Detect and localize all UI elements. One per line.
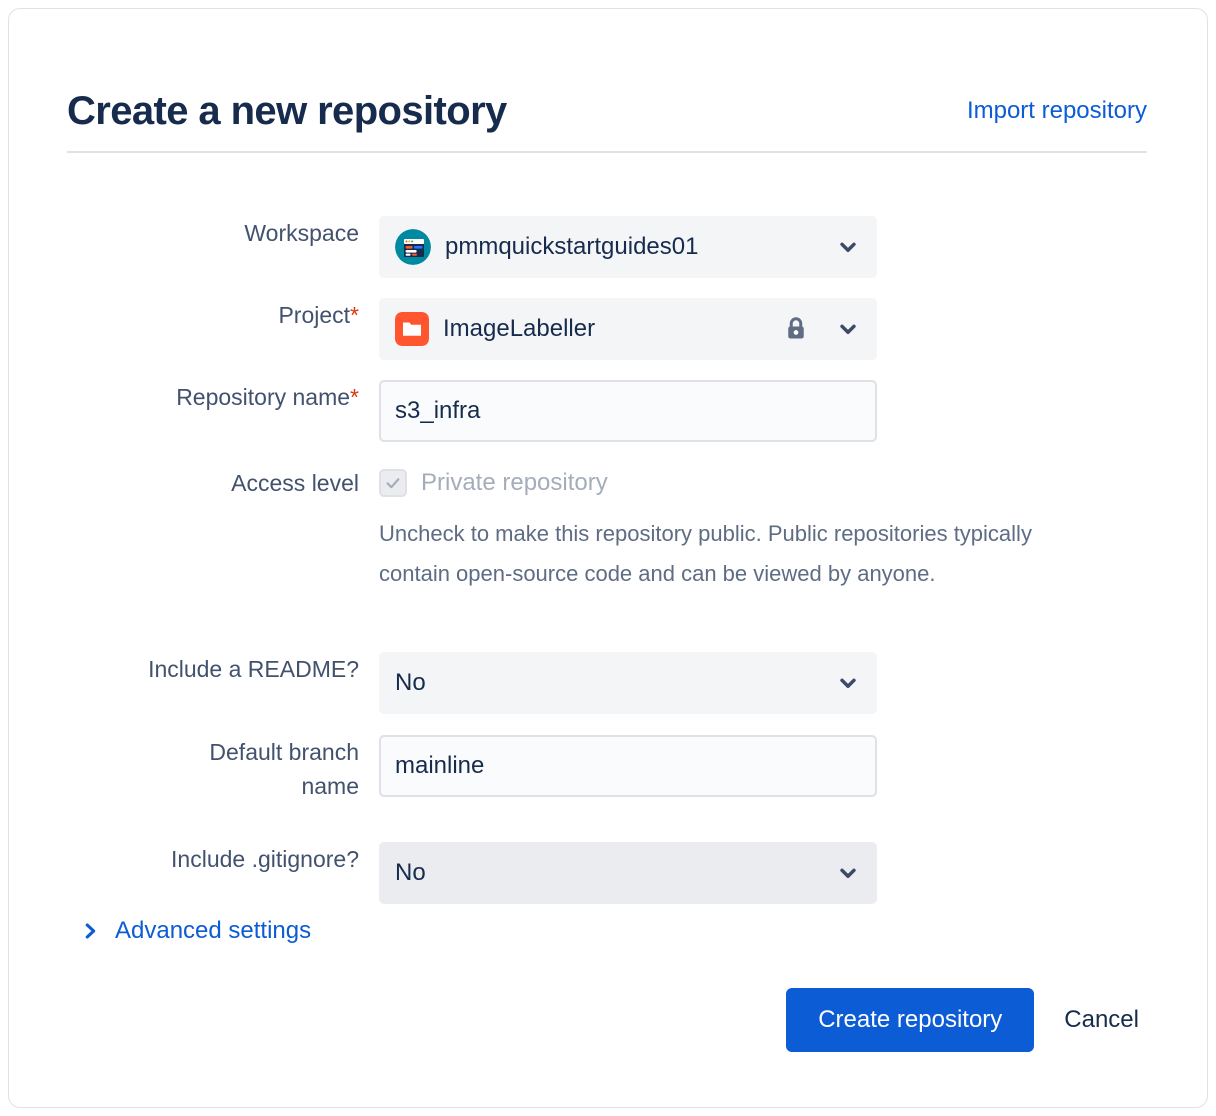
access-level-control: Private repository Uncheck to make this …: [379, 466, 1079, 594]
default-branch-label: Default branch name: [209, 739, 359, 799]
field-row-include-readme: Include a README? No: [9, 652, 877, 714]
card-header: Create a new repository Import repositor…: [67, 75, 1147, 147]
private-repository-checkbox[interactable]: [379, 469, 407, 497]
create-repository-card: Create a new repository Import repositor…: [8, 8, 1208, 1108]
field-row-project: Project* ImageLabeller: [9, 298, 877, 360]
include-readme-control: No: [379, 652, 877, 714]
access-level-help-text: Uncheck to make this repository public. …: [379, 521, 1032, 586]
project-select[interactable]: ImageLabeller: [379, 298, 877, 360]
default-branch-control: [379, 735, 877, 797]
private-repository-checkbox-label: Private repository: [421, 469, 608, 496]
lock-icon: [781, 314, 811, 344]
include-gitignore-label: Include .gitignore?: [171, 846, 359, 872]
form-footer: Create repository Cancel: [9, 988, 1147, 1052]
workspace-avatar-icon: [395, 229, 431, 265]
field-row-access-level: Access level Private repository Uncheck …: [9, 466, 1079, 594]
field-row-include-gitignore: Include .gitignore? No: [9, 842, 877, 904]
include-readme-select[interactable]: No: [379, 652, 877, 714]
repository-name-control: [379, 380, 877, 442]
field-row-default-branch: Default branch name: [9, 735, 877, 803]
workspace-control: pmmquickstartguides01: [379, 216, 877, 278]
private-repository-checkbox-wrap[interactable]: Private repository: [379, 466, 1079, 500]
include-gitignore-select[interactable]: No: [379, 842, 877, 904]
chevron-down-icon: [835, 234, 861, 260]
page-title: Create a new repository: [67, 89, 507, 133]
chevron-down-icon: [835, 670, 861, 696]
project-required-asterisk: *: [350, 302, 359, 328]
repository-name-label-text: Repository name: [176, 384, 351, 410]
workspace-label: Workspace: [244, 220, 359, 246]
include-readme-label: Include a README?: [148, 656, 359, 682]
import-repository-link[interactable]: Import repository: [966, 97, 1147, 124]
project-control: ImageLabeller: [379, 298, 877, 360]
project-value: ImageLabeller: [443, 315, 596, 342]
repository-name-input[interactable]: [379, 380, 877, 442]
cancel-button[interactable]: Cancel: [1056, 1006, 1147, 1034]
include-gitignore-control: No: [379, 842, 877, 904]
workspace-select[interactable]: pmmquickstartguides01: [379, 216, 877, 278]
default-branch-input[interactable]: [379, 735, 877, 797]
project-label: Project*: [9, 298, 379, 332]
workspace-value: pmmquickstartguides01: [445, 233, 699, 260]
field-row-repository-name: Repository name*: [9, 380, 877, 442]
chevron-right-icon: [79, 920, 101, 942]
advanced-settings-toggle[interactable]: Advanced settings: [79, 917, 311, 945]
advanced-settings-label: Advanced settings: [115, 917, 312, 944]
access-level-label: Access level: [231, 470, 359, 496]
header-divider: [67, 151, 1147, 153]
project-folder-icon: [395, 312, 429, 346]
include-gitignore-value: No: [395, 859, 426, 886]
chevron-down-icon: [835, 316, 861, 342]
include-readme-value: No: [395, 669, 426, 696]
create-repository-button[interactable]: Create repository: [786, 988, 1035, 1052]
chevron-down-icon: [835, 860, 861, 886]
repository-name-required-asterisk: *: [350, 384, 359, 410]
repository-name-label: Repository name*: [9, 380, 379, 414]
project-label-text: Project: [278, 302, 351, 328]
field-row-workspace: Workspace: [9, 216, 877, 278]
check-icon: [386, 478, 400, 489]
